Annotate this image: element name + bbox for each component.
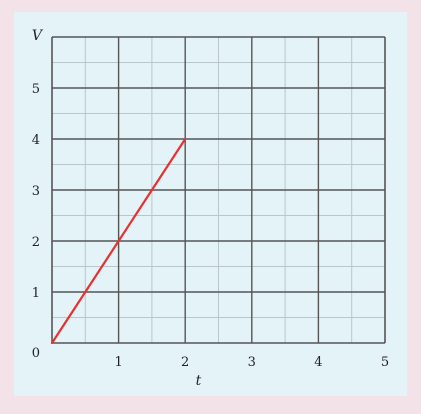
x-tick-label: 1 [114, 355, 122, 370]
data-series [50, 137, 187, 345]
tick-labels: 1 2 3 4 5 1 2 3 4 5 [32, 82, 389, 370]
x-axis-label: t [196, 373, 202, 389]
y-tick-label: 1 [32, 286, 40, 301]
y-axis-label: V [32, 28, 44, 44]
y-tick-label: 3 [32, 184, 40, 199]
x-tick-label: 2 [181, 355, 189, 370]
x-tick-label: 3 [248, 355, 256, 370]
x-tick-label: 5 [381, 355, 389, 370]
series-line-1 [50, 137, 187, 345]
origin-tick-label: 0 [32, 346, 40, 361]
y-tick-label: 5 [32, 82, 40, 97]
y-tick-label: 4 [32, 133, 40, 148]
y-tick-label: 2 [32, 235, 40, 250]
x-tick-label: 4 [314, 355, 322, 370]
major-gridlines [51, 36, 386, 344]
chart-panel [14, 12, 407, 396]
